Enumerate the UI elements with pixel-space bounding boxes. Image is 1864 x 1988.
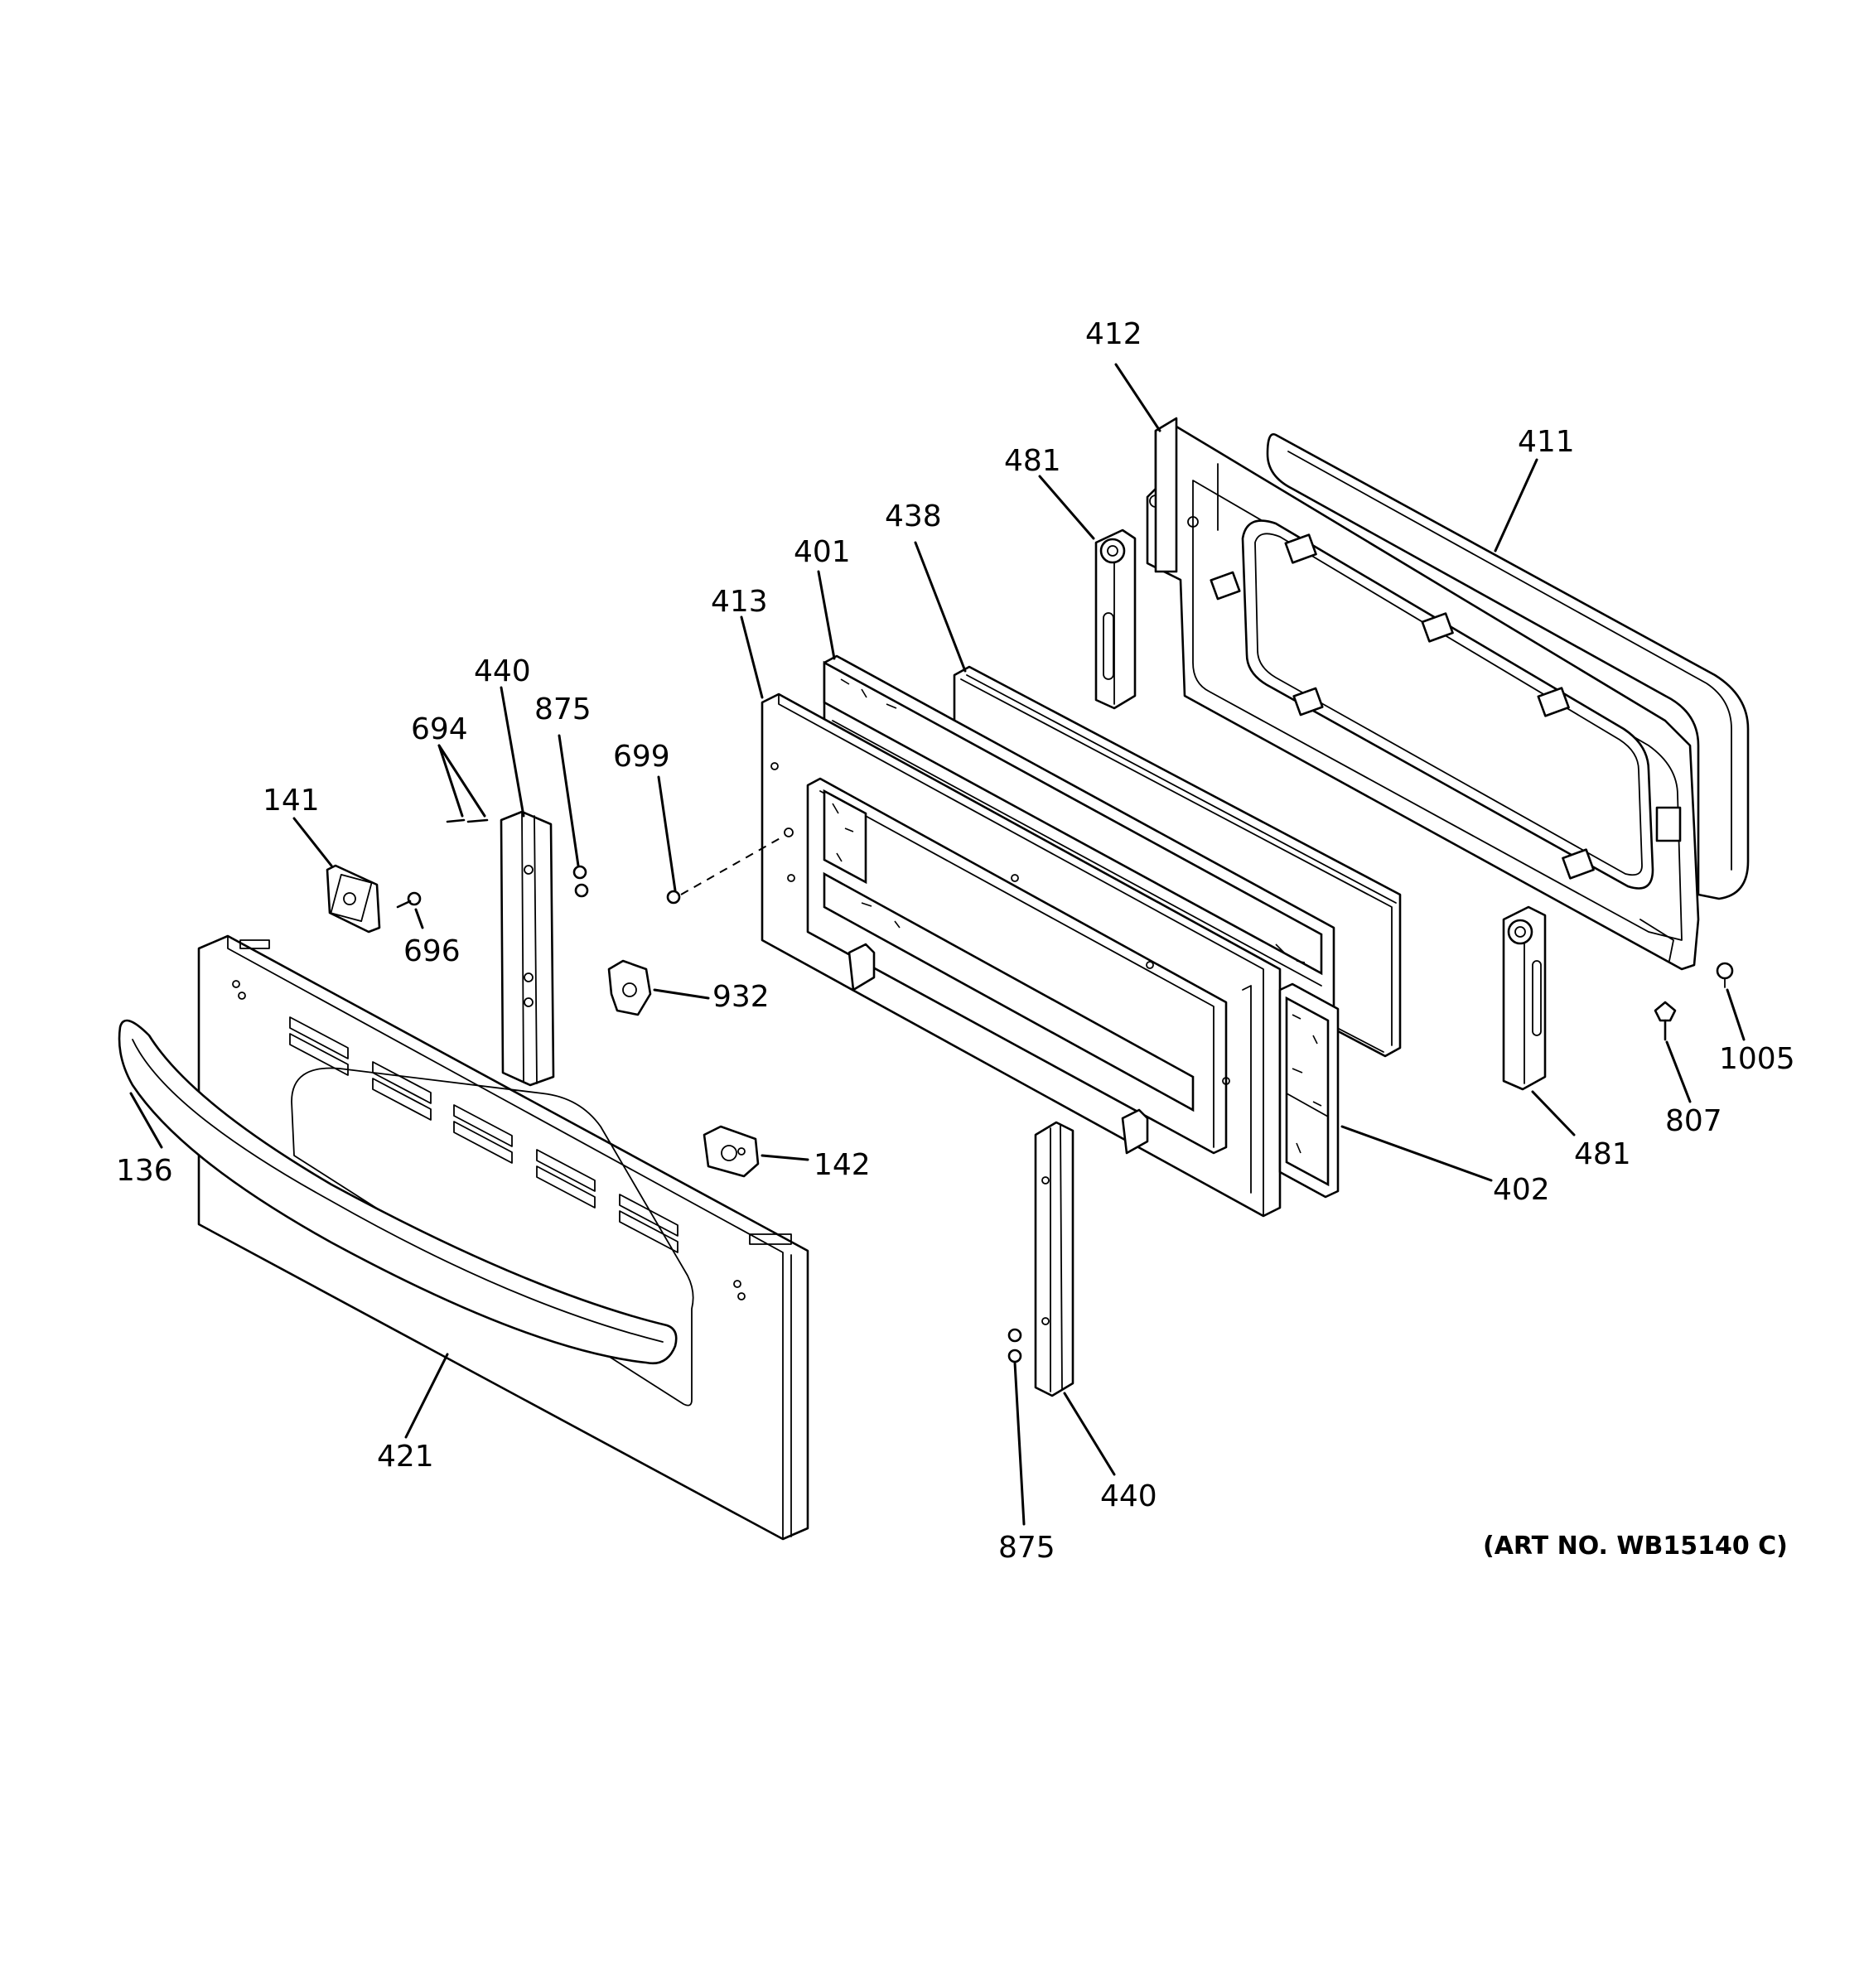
label-875-bottom: 875 — [998, 1531, 1055, 1565]
label-401: 401 — [794, 535, 851, 569]
label-440-top: 440 — [474, 654, 531, 688]
part-694-pins — [446, 818, 489, 823]
part-142-hinge-bracket — [703, 1125, 760, 1178]
part-411-door-gasket — [1266, 432, 1750, 900]
label-141: 141 — [263, 784, 320, 818]
part-136-door-handle — [118, 1019, 678, 1365]
part-481-hinge-receiver-bottom — [1502, 905, 1547, 1091]
label-411: 411 — [1518, 425, 1575, 459]
label-438: 438 — [885, 499, 942, 533]
part-402-door-insulation — [1278, 982, 1340, 1199]
part-875-screws-bottom — [1007, 1328, 1022, 1363]
label-807: 807 — [1665, 1104, 1722, 1138]
part-412-inner-door-liner — [1146, 417, 1700, 971]
label-402: 402 — [1493, 1173, 1550, 1207]
label-421: 421 — [377, 1440, 434, 1474]
art-number: (ART NO. WB15140 C) — [1483, 1532, 1788, 1561]
label-481-top: 481 — [1004, 444, 1061, 478]
part-440-channel-bottom — [1034, 1121, 1074, 1397]
label-875-top: 875 — [534, 692, 592, 726]
part-481-hinge-receiver-top — [1094, 528, 1137, 710]
part-421-outer-door-panel — [197, 934, 809, 1541]
label-696: 696 — [403, 934, 461, 968]
part-696-screw — [396, 891, 422, 909]
callout-labels: 412 411 481 438 401 413 440 875 694 699 … — [116, 317, 1795, 1565]
label-932: 932 — [712, 980, 770, 1014]
label-412: 412 — [1085, 317, 1142, 351]
part-440-channel-top — [500, 810, 555, 1087]
part-141-hinge-bracket — [326, 864, 381, 934]
part-807-screw — [1654, 1001, 1677, 1041]
leader-lines — [129, 363, 1746, 1526]
label-699: 699 — [613, 740, 670, 774]
label-142: 142 — [814, 1148, 871, 1182]
part-413-inner-door-panel — [761, 692, 1282, 1218]
label-694: 694 — [411, 712, 468, 746]
label-1005: 1005 — [1719, 1042, 1795, 1076]
part-1005-screw — [1716, 962, 1734, 988]
part-875-screws-top — [572, 865, 589, 898]
part-699-screw — [666, 828, 794, 905]
part-932-clip — [607, 959, 652, 1016]
label-481-bottom: 481 — [1574, 1137, 1631, 1171]
label-440-bottom: 440 — [1100, 1479, 1157, 1513]
label-136: 136 — [116, 1154, 173, 1188]
label-413: 413 — [711, 585, 768, 619]
